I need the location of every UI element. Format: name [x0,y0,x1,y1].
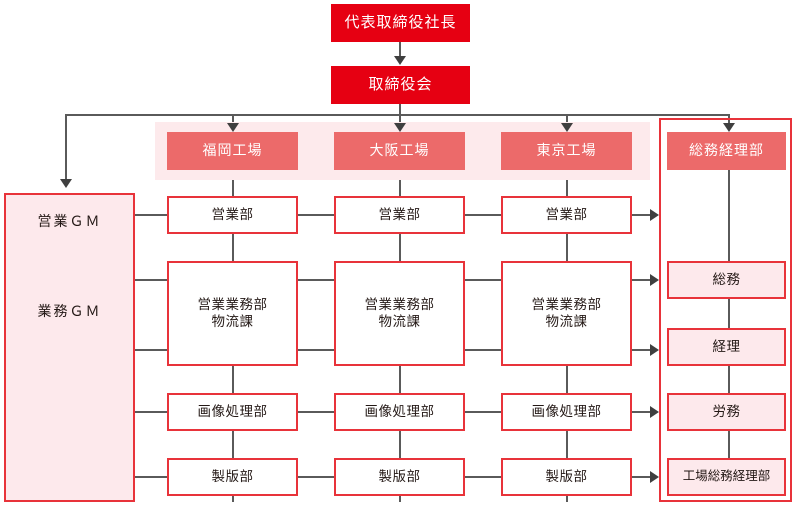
connector-gm-stub-0 [135,214,167,216]
dept-label-0-1: 営業業務部 物流課 [197,296,268,329]
connector-row2-2-admin [632,411,652,413]
connector-bus-factory-1 [399,114,401,124]
connector-board-bus [399,104,401,115]
connector-row3-0-1 [298,476,334,478]
connector-row0-0-1 [298,214,334,216]
admin-header-label: 総務経理部 [689,142,764,159]
connector-president-board [399,42,401,60]
connector-row1b-2-admin [632,349,652,351]
admin-label-2: 労務 [712,403,741,419]
connector-row0-1-2 [465,214,501,216]
label-operations-gm: 業務ＧＭ [37,303,102,319]
arrowhead-row1-admin [650,274,659,286]
dept-box-2-0: 営業部 [501,196,632,234]
admin-box-3: 工場総務経理部 [667,458,786,496]
connector-row3-2-admin [632,476,652,478]
dept-box-2-2: 画像処理部 [501,393,632,431]
dept-label-2-1: 営業業務部 物流課 [531,296,602,329]
dept-label-1-2: 画像処理部 [364,403,435,419]
admin-column-container [659,118,792,502]
dept-box-1-1: 営業業務部 物流課 [334,261,465,366]
arrowhead-bus-factory-2 [561,123,573,132]
admin-box-1: 経理 [667,328,786,366]
admin-label-1: 経理 [712,338,741,354]
factory-header-1-label: 大阪工場 [369,142,430,159]
box-gm-group: 営業ＧＭ 業務ＧＭ [4,193,135,502]
connector-bus-factory-0 [232,114,234,124]
box-president: 代表取締役社長 [331,4,470,42]
admin-box-2: 労務 [667,393,786,431]
dept-box-0-1: 営業業務部 物流課 [167,261,298,366]
connector-bus-horizontal [65,114,729,116]
arrowhead-row3-admin [650,471,659,483]
dept-label-2-0: 営業部 [545,206,588,222]
admin-box-0: 総務 [667,261,786,299]
connector-row1-1-2 [465,279,501,281]
connector-row2-1-2 [465,411,501,413]
dept-label-0-0: 営業部 [211,206,254,222]
dept-label-1-3: 製版部 [378,468,421,484]
factory-header-0: 福岡工場 [167,132,298,170]
dept-label-0-3: 製版部 [211,468,254,484]
dept-box-1-3: 製版部 [334,458,465,496]
arrowhead-president-board [394,56,406,65]
connector-row1b-1-2 [465,349,501,351]
arrowhead-bus-factory-0 [227,123,239,132]
dept-box-0-3: 製版部 [167,458,298,496]
dept-label-0-2: 画像処理部 [197,403,268,419]
arrowhead-row2-admin [650,406,659,418]
admin-label-0: 総務 [712,271,741,287]
admin-label-3: 工場総務経理部 [682,469,771,484]
connector-row2-0-1 [298,411,334,413]
factory-header-2-label: 東京工場 [536,142,597,159]
connector-gm-stub-3 [135,411,167,413]
connector-gm-stub-4 [135,476,167,478]
box-board-label: 取締役会 [368,75,433,93]
arrowhead-row0-admin [650,209,659,221]
connector-row0-2-admin [632,214,652,216]
label-sales-gm: 営業ＧＭ [37,213,102,229]
dept-label-2-2: 画像処理部 [531,403,602,419]
dept-box-1-0: 営業部 [334,196,465,234]
arrowhead-bus-admin [723,123,735,132]
admin-header: 総務経理部 [667,132,786,170]
dept-label-1-0: 営業部 [378,206,421,222]
dept-box-2-3: 製版部 [501,458,632,496]
dept-box-0-2: 画像処理部 [167,393,298,431]
arrowhead-row1b-admin [650,344,659,356]
box-president-label: 代表取締役社長 [344,13,457,31]
connector-gm-stub-2 [135,349,167,351]
factory-header-0-label: 福岡工場 [202,142,263,159]
arrowhead-bus-gm [60,179,72,188]
connector-row1-0-1 [298,279,334,281]
arrowhead-bus-factory-1 [394,123,406,132]
dept-box-1-2: 画像処理部 [334,393,465,431]
dept-box-2-1: 営業業務部 物流課 [501,261,632,366]
connector-gm-stub-1 [135,279,167,281]
dept-label-1-1: 営業業務部 物流課 [364,296,435,329]
connector-row1b-0-1 [298,349,334,351]
dept-box-0-0: 営業部 [167,196,298,234]
factory-header-1: 大阪工場 [334,132,465,170]
connector-bus-factory-2 [566,114,568,124]
connector-row3-1-2 [465,476,501,478]
connector-bus-gm [65,114,67,179]
connector-row1-2-admin [632,279,652,281]
box-board: 取締役会 [331,66,470,104]
dept-label-2-3: 製版部 [545,468,588,484]
factory-header-2: 東京工場 [501,132,632,170]
